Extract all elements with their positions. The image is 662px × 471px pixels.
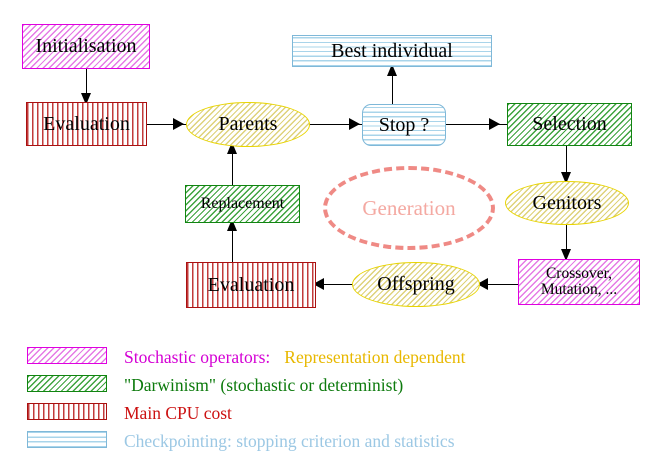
node-genitors-label: Genitors bbox=[532, 191, 602, 214]
edge-evaluation-to-replacement bbox=[232, 223, 234, 263]
edge-selection-to-genitors bbox=[566, 146, 568, 178]
arrowhead-stop-to-best-individual bbox=[387, 64, 397, 76]
node-genitors[interactable]: Genitors bbox=[505, 181, 629, 225]
edge-evaluation-to-parents bbox=[147, 124, 189, 126]
legend-label-representation-dependent: Representation dependent bbox=[284, 347, 466, 367]
legend-label-main-cpu-cost: Main CPU cost bbox=[124, 403, 232, 423]
legend-label-darwinism: "Darwinism" (stochastic or determinist) bbox=[124, 375, 404, 395]
node-parents[interactable]: Parents bbox=[186, 102, 310, 147]
node-offspring-label: Offspring bbox=[377, 273, 455, 296]
node-crossover-mutation[interactable]: Crossover, Mutation, ... bbox=[518, 259, 640, 305]
node-crossover-mutation-label: Crossover, Mutation, ... bbox=[540, 264, 618, 298]
arrowhead-evaluation-to-parents bbox=[173, 118, 184, 130]
node-stop[interactable]: Stop ? bbox=[362, 104, 446, 146]
node-initialisation[interactable]: Initialisation bbox=[22, 24, 150, 69]
arrowhead-genitors-to-crossover bbox=[561, 249, 571, 261]
legend-row-stochastic-operators: Stochastic operators: Representation depe… bbox=[0, 344, 662, 370]
arrowhead-parents-to-stop bbox=[349, 118, 360, 130]
legend-label-stochastic-operators: Stochastic operators: bbox=[124, 347, 271, 367]
node-evaluation-top[interactable]: Evaluation bbox=[26, 102, 147, 146]
legend-row-darwinism: "Darwinism" (stochastic or determinist) bbox=[0, 372, 662, 398]
legend-row-checkpointing: Checkpointing: stopping criterion and st… bbox=[0, 428, 662, 454]
node-stop-label: Stop ? bbox=[378, 113, 430, 136]
node-selection[interactable]: Selection bbox=[507, 103, 632, 146]
edge-crossover-to-offspring bbox=[479, 284, 519, 286]
edge-replacement-to-parents bbox=[232, 146, 234, 186]
edge-offspring-to-evaluation bbox=[315, 284, 355, 286]
edge-stop-to-selection bbox=[445, 124, 507, 126]
node-parents-label: Parents bbox=[218, 113, 278, 136]
legend-swatch-red-vertical-hatch bbox=[27, 403, 107, 420]
legend-label-checkpointing: Checkpointing: stopping criterion and st… bbox=[124, 431, 455, 451]
node-replacement-label: Replacement bbox=[200, 194, 285, 212]
edge-genitors-to-crossover bbox=[566, 224, 568, 256]
legend-swatch-blue-horizontal-hatch bbox=[27, 431, 107, 448]
legend-row-main-cpu-cost: Main CPU cost bbox=[0, 400, 662, 426]
node-offspring[interactable]: Offspring bbox=[352, 262, 480, 307]
arrowhead-stop-to-selection bbox=[489, 118, 500, 130]
arrowhead-offspring-to-evaluation bbox=[313, 278, 324, 290]
node-replacement[interactable]: Replacement bbox=[185, 185, 300, 223]
arrowhead-initialisation-to-evaluation bbox=[81, 93, 91, 105]
edge-parents-to-stop bbox=[309, 124, 365, 126]
generation-label: Generation bbox=[362, 195, 456, 220]
edge-initialisation-to-evaluation bbox=[86, 69, 88, 99]
legend-swatch-green-diagonal-hatch bbox=[27, 375, 107, 392]
edge-stop-to-best-individual bbox=[392, 66, 394, 106]
node-evaluation-bottom-label: Evaluation bbox=[207, 273, 295, 296]
node-evaluation-top-label: Evaluation bbox=[43, 112, 130, 135]
node-best-individual-label: Best individual bbox=[331, 39, 453, 62]
arrowhead-evaluation-to-replacement bbox=[227, 219, 237, 231]
node-evaluation-bottom[interactable]: Evaluation bbox=[186, 262, 316, 308]
node-selection-label: Selection bbox=[532, 113, 607, 136]
node-best-individual[interactable]: Best individual bbox=[292, 35, 492, 67]
legend: Stochastic operators: Representation depe… bbox=[0, 332, 662, 471]
generation-bubble: Generation bbox=[323, 166, 495, 250]
arrowhead-replacement-to-parents bbox=[227, 142, 237, 154]
arrowhead-crossover-to-offspring bbox=[477, 278, 488, 290]
node-initialisation-label: Initialisation bbox=[35, 35, 137, 58]
legend-swatch-magenta-diagonal-hatch bbox=[27, 347, 107, 364]
arrowhead-selection-to-genitors bbox=[561, 172, 571, 184]
